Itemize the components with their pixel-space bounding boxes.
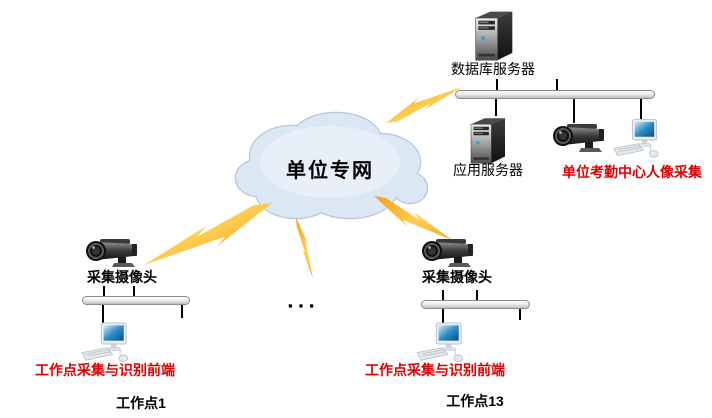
workpoint13-camera-label: 采集摄像头 bbox=[422, 269, 492, 285]
workpoint13-frontend-label: 工作点采集与识别前端 bbox=[365, 362, 505, 378]
connector-line bbox=[181, 305, 183, 318]
workpoint13-name-label: 工作点13 bbox=[446, 393, 504, 409]
connector-line bbox=[573, 99, 575, 123]
workpoint1-bus-bar bbox=[82, 296, 190, 305]
cloud-label: 单位专网 bbox=[286, 160, 374, 182]
database-server-icon bbox=[472, 7, 516, 62]
database-server-label: 数据库服务器 bbox=[451, 61, 535, 77]
attendance-camera-icon bbox=[551, 121, 607, 155]
connector-line bbox=[519, 309, 521, 320]
connector-line bbox=[442, 309, 444, 324]
connector-line bbox=[476, 290, 478, 301]
server-bus-bar bbox=[455, 90, 655, 99]
application-server-icon bbox=[467, 114, 509, 165]
workpoint13-computer-icon bbox=[415, 322, 469, 366]
connector-line bbox=[640, 99, 642, 119]
workpoint1-computer-icon bbox=[80, 322, 134, 366]
connector-line bbox=[102, 305, 104, 324]
connector-line bbox=[495, 99, 497, 116]
lightning-link-to-workpoint-1 bbox=[144, 203, 272, 265]
connector-line bbox=[442, 290, 444, 301]
workpoint1-frontend-label: 工作点采集与识别前端 bbox=[35, 362, 175, 378]
private-network-cloud bbox=[234, 111, 428, 220]
workpoint1-camera-label: 采集摄像头 bbox=[87, 269, 157, 285]
more-workpoints-ellipsis: ▪▪▪ bbox=[288, 298, 320, 313]
connector-line bbox=[103, 286, 105, 296]
workpoint1-name-label: 工作点1 bbox=[116, 395, 166, 411]
attendance-computer-icon bbox=[612, 118, 664, 162]
lightning-link-to-server-bus bbox=[386, 87, 462, 123]
lightning-link-to-more-workpoints bbox=[296, 217, 313, 279]
connector-line bbox=[556, 79, 558, 90]
workpoint1-camera-icon bbox=[84, 236, 140, 270]
lightning-link-to-workpoint-13 bbox=[374, 196, 452, 240]
workpoint13-bus-bar bbox=[421, 300, 530, 309]
application-server-label: 应用服务器 bbox=[453, 162, 523, 178]
workpoint13-camera-icon bbox=[420, 236, 476, 270]
connector-line bbox=[133, 286, 135, 296]
connector-line bbox=[496, 79, 498, 90]
attendance-center-label: 单位考勤中心人像采集 bbox=[562, 164, 702, 180]
